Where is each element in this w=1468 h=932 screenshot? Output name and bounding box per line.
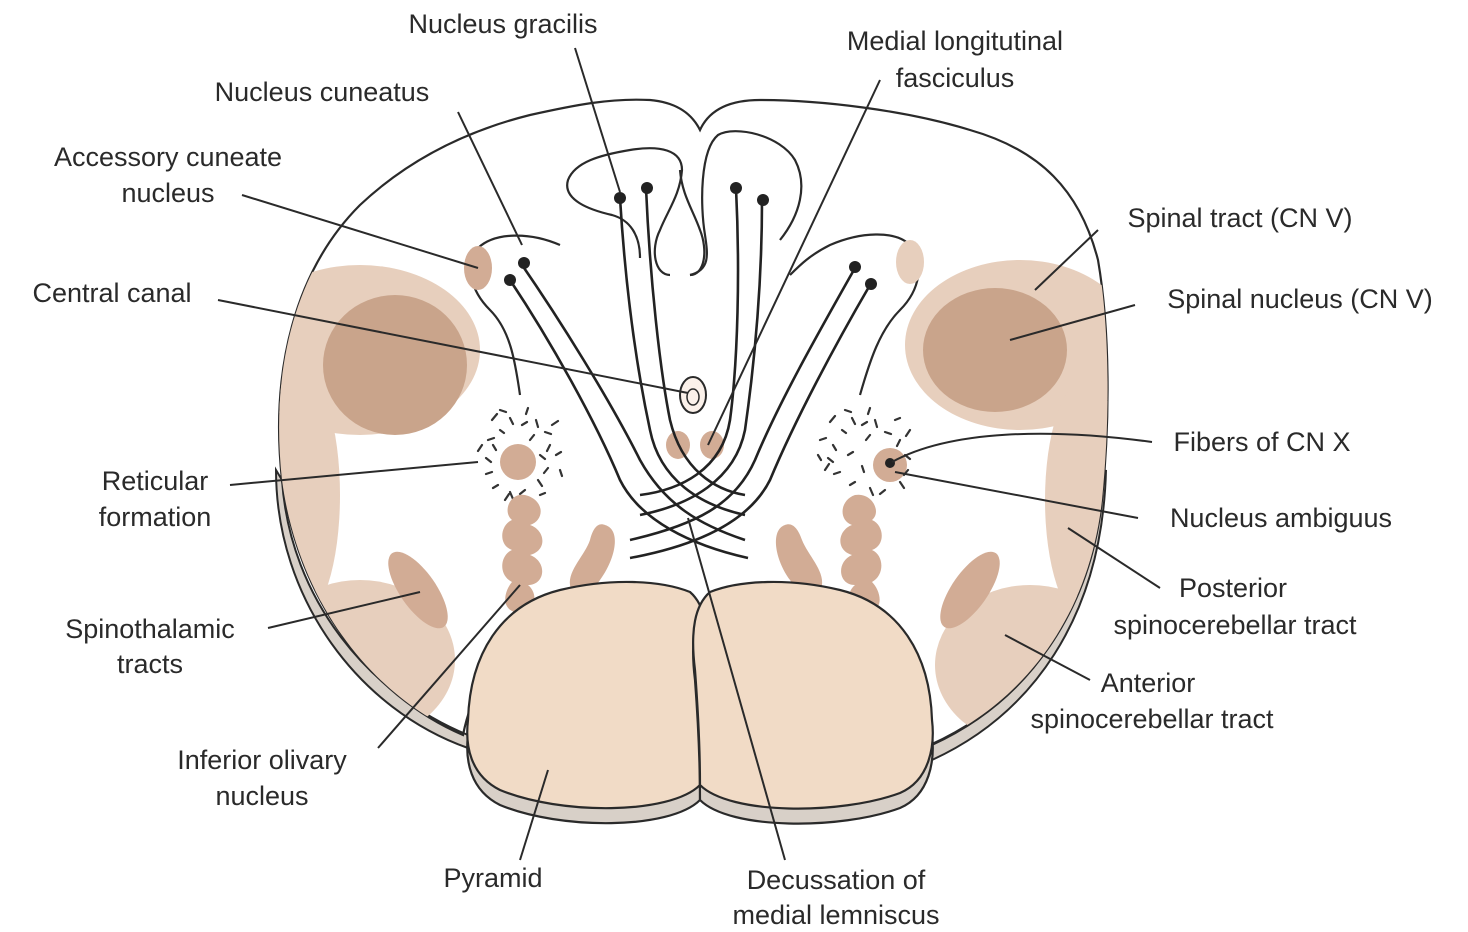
label-accessory-line2: nucleus: [121, 178, 214, 208]
label-anterior-line2: spinocerebellar tract: [1030, 704, 1274, 734]
fibers-cn-x-dot: [885, 458, 895, 468]
medial-lemniscus-fibers: [510, 188, 870, 558]
label-central-canal: Central canal: [32, 278, 191, 308]
label-pyramid: Pyramid: [443, 863, 542, 893]
label-spinothalamic-line2: tracts: [117, 649, 183, 679]
label-fibers-cn-x: Fibers of CN X: [1173, 427, 1350, 457]
label-mlf-line1: Medial longitutinal: [847, 26, 1063, 56]
label-accessory-line1: Accessory cuneate: [54, 142, 282, 172]
label-reticular-line2: formation: [99, 502, 212, 532]
label-spinal-tract: Spinal tract (CN V): [1127, 203, 1352, 233]
label-anterior-line1: Anterior: [1101, 668, 1196, 698]
label-olivary-line1: Inferior olivary: [177, 745, 347, 775]
label-nucleus-cuneatus: Nucleus cuneatus: [215, 77, 430, 107]
label-spinal-nucleus: Spinal nucleus (CN V): [1167, 284, 1433, 314]
label-reticular-line1: Reticular: [102, 466, 209, 496]
label-decussation-line1: Decussation of: [747, 865, 926, 895]
reticular-nucleus-left: [500, 444, 536, 480]
accessory-cuneate-right: [896, 240, 924, 284]
label-mlf-line2: fasciculus: [896, 63, 1015, 93]
label-nucleus-ambiguus: Nucleus ambiguus: [1170, 503, 1392, 533]
small-nuclei: [464, 240, 924, 482]
spinal-nucleus-left: [323, 295, 467, 435]
label-olivary-line2: nucleus: [215, 781, 308, 811]
label-decussation-line2: medial lemniscus: [732, 900, 939, 930]
label-spinothalamic-line1: Spinothalamic: [65, 614, 235, 644]
label-nucleus-gracilis: Nucleus gracilis: [408, 9, 597, 39]
central-canal: [680, 377, 706, 413]
label-posterior-line2: spinocerebellar tract: [1113, 610, 1357, 640]
spinal-nucleus-right: [923, 288, 1067, 412]
pyramids: [467, 582, 933, 824]
label-posterior-line1: Posterior: [1179, 573, 1287, 603]
